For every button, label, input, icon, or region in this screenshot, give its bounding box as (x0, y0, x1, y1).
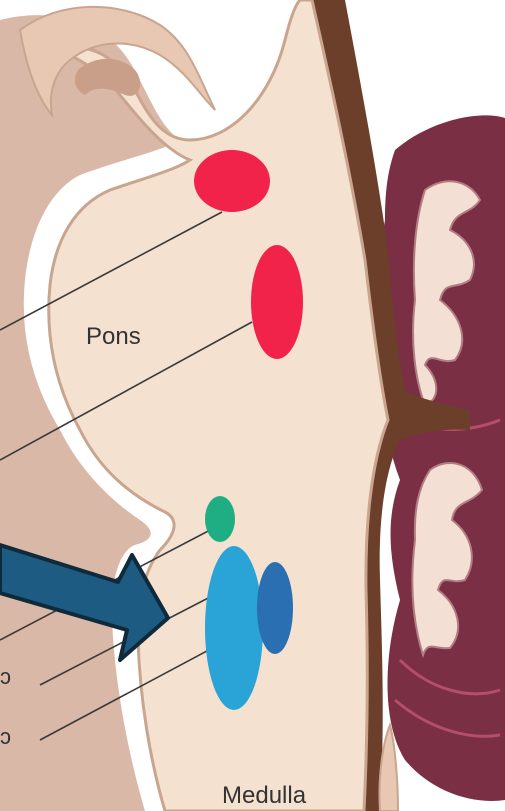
cut-off-label-2: ɔ (0, 724, 11, 749)
green-nucleus (205, 496, 235, 542)
medulla-label: Medulla (222, 782, 307, 809)
upper-red-nucleus (194, 150, 270, 212)
dark-blue-nucleus (257, 562, 293, 654)
pons-label: Pons (86, 323, 141, 350)
cut-off-label-1: ɔ (0, 664, 11, 689)
lower-red-nucleus (251, 245, 303, 359)
light-blue-nucleus (205, 546, 263, 710)
